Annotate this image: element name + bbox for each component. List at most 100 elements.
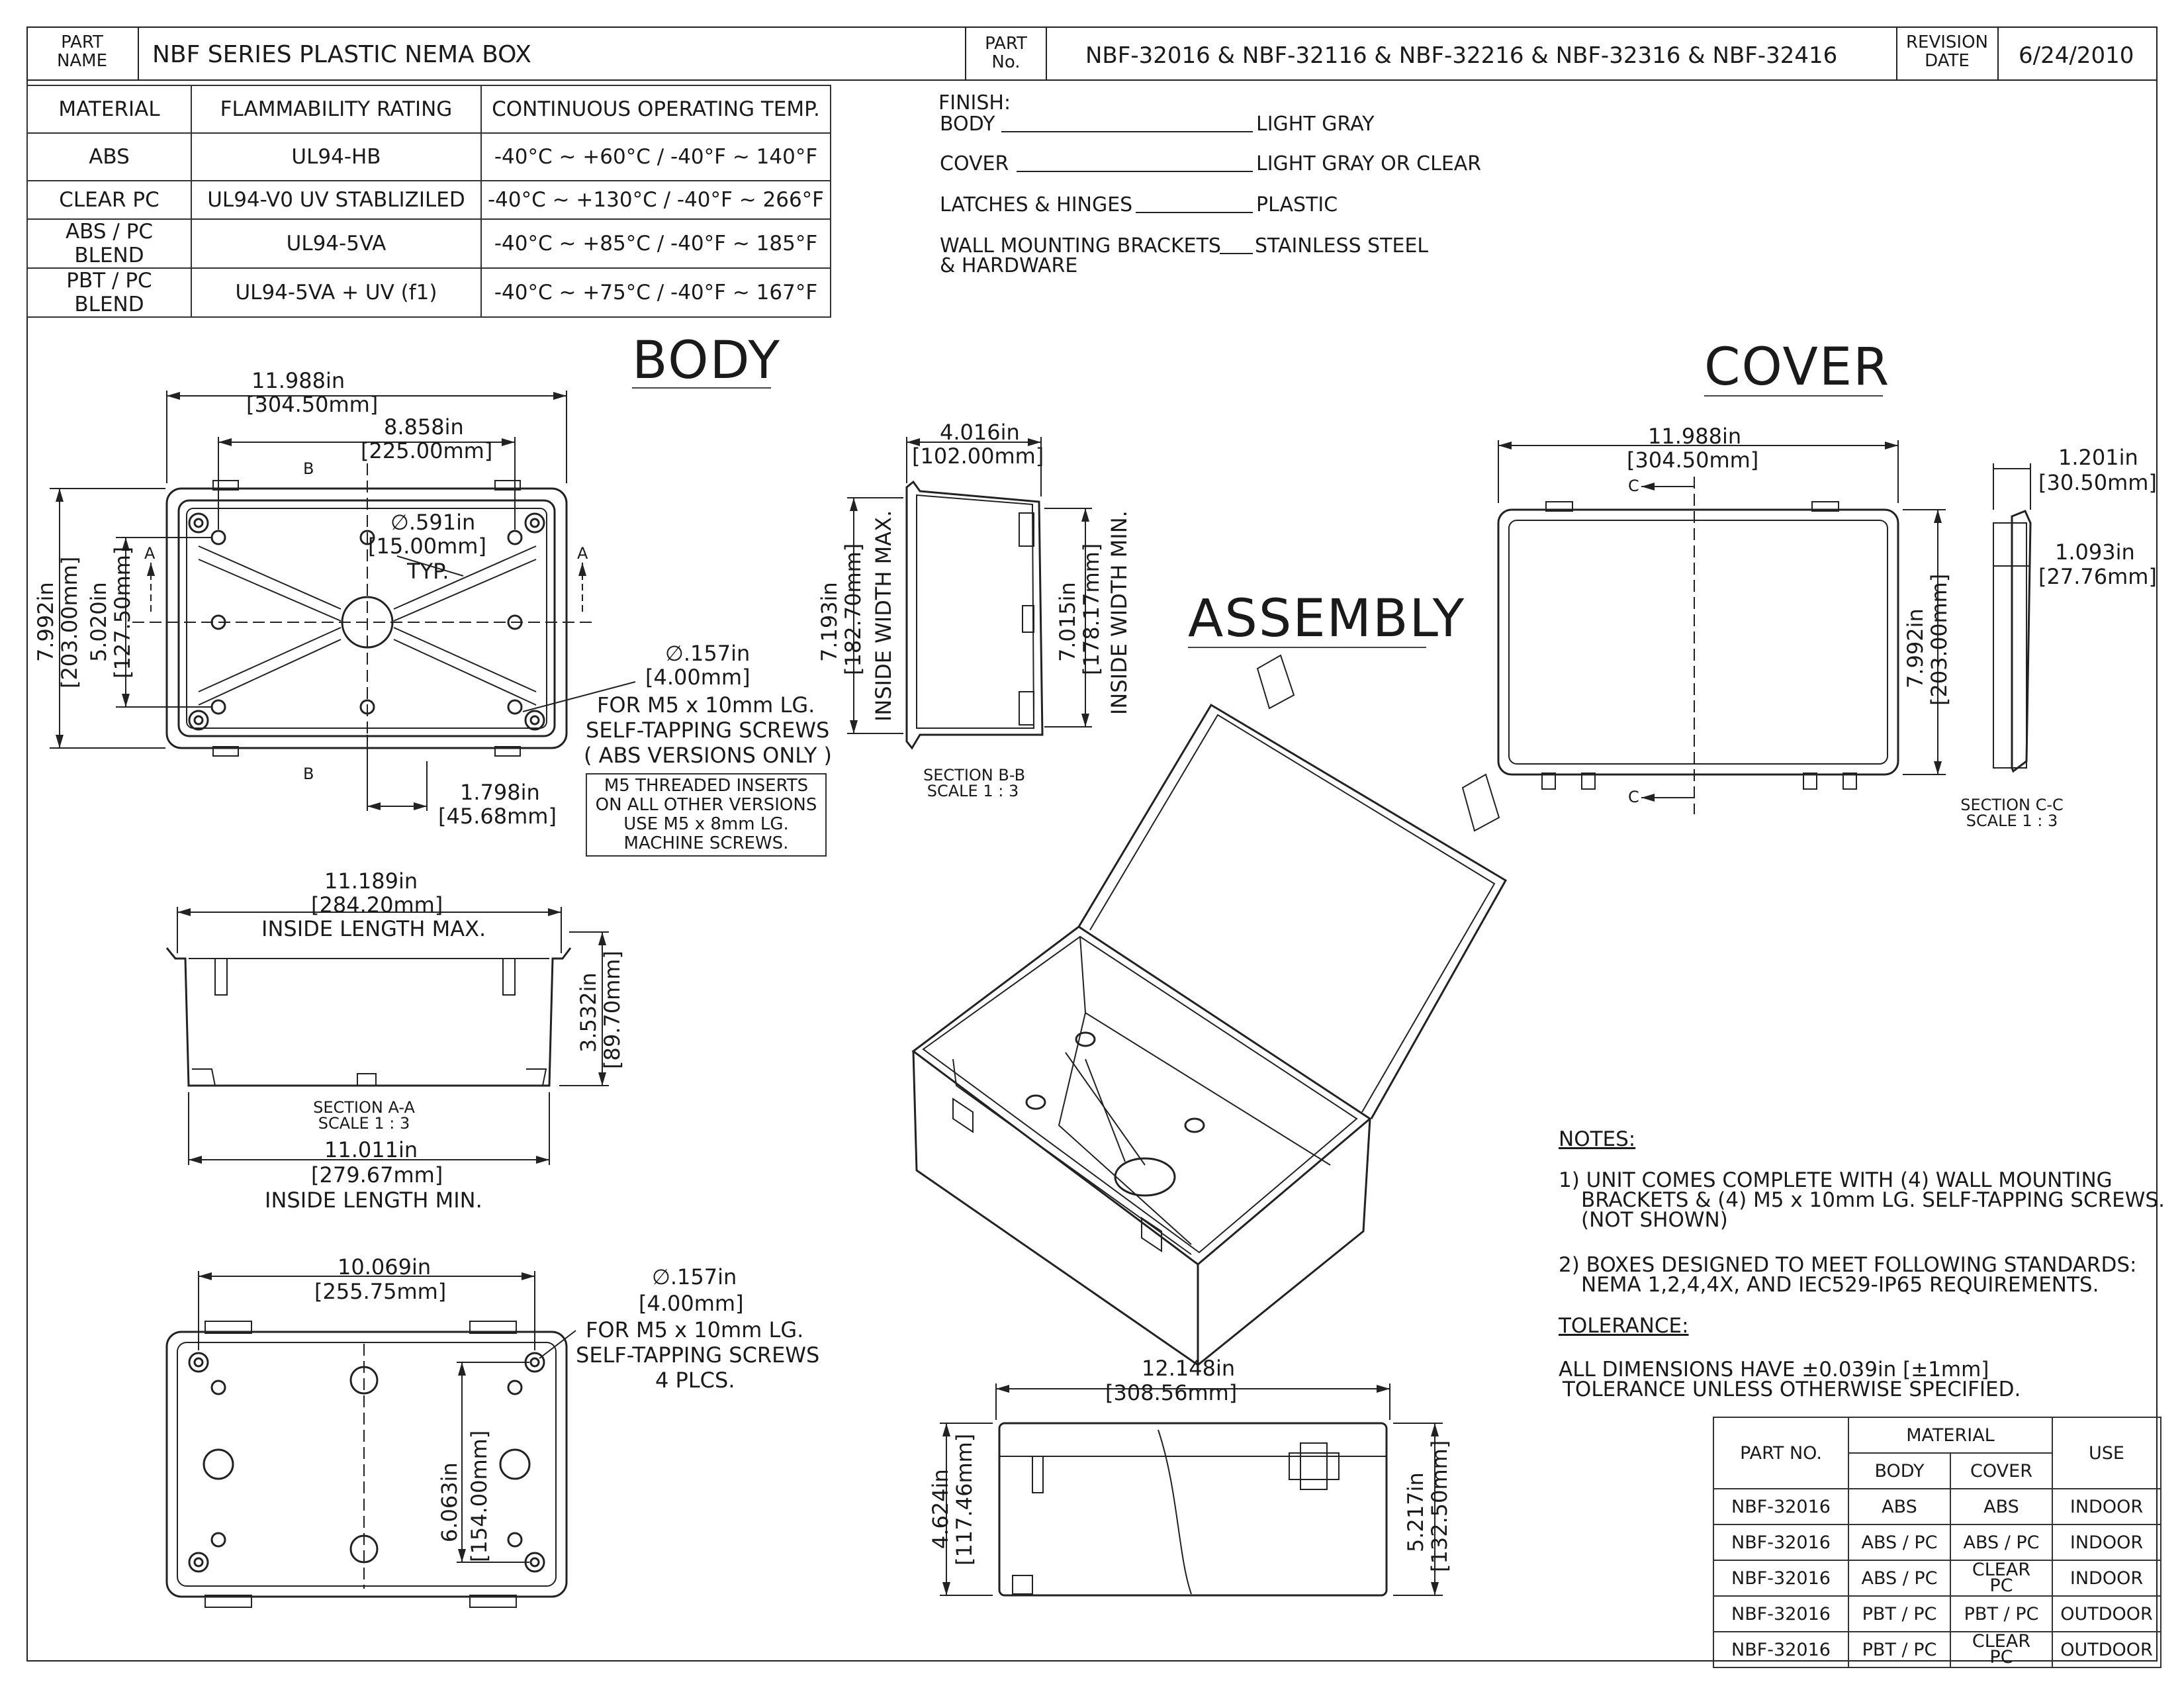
flammability-cell: UL94-5VA + UV (f1) [191, 267, 482, 318]
material-header: MATERIAL [26, 85, 192, 134]
material-cell: ABS / PC BLEND [26, 218, 192, 269]
offset-dim: 1.798in [460, 780, 540, 805]
hole-typ: TYP. [407, 559, 449, 584]
hole-span-mm: [225.00mm] [361, 438, 493, 463]
flammability-header: FLAMMABILITY RATING [191, 85, 482, 134]
cover-header: COVER [1950, 1452, 2053, 1489]
notes-heading: NOTES: [1559, 1127, 1636, 1151]
bb-depth-min-mm: [178.17mm] [1079, 543, 1104, 675]
bb-depth-max: 7.193in [817, 582, 842, 662]
use-cell: INDOOR [2052, 1524, 2161, 1561]
finish-item: BODY [940, 113, 995, 136]
bb-depth-max-mm: [182.70mm] [841, 543, 866, 675]
finish-value: LIGHT GRAY [1256, 113, 1375, 136]
material-table: MATERIAL FLAMMABILITY RATING CONTINUOUS … [26, 85, 831, 318]
insert-note: ON ALL OTHER VERSIONS [595, 795, 817, 815]
body-cell: PBT / PC [1848, 1631, 1951, 1668]
hole-dia-dim: ∅.591in [390, 510, 476, 535]
aa-min-len-mm: [279.67mm] [311, 1162, 443, 1188]
side-len: 12.148in [1142, 1356, 1236, 1381]
section-b-marker: B [303, 459, 314, 478]
bb-scale: SCALE 1 : 3 [927, 782, 1019, 800]
tolerance-heading: TOLERANCE: [1559, 1314, 1689, 1338]
offset-mm: [45.68mm] [438, 804, 557, 829]
cover-depth-mm: [30.50mm] [2038, 470, 2157, 495]
cover-cell: CLEAR PC [1950, 1631, 2053, 1668]
bb-depth-min: 7.015in [1055, 582, 1080, 662]
aa-depth-mm: [89.70mm] [600, 951, 625, 1069]
side-h2: 5.217in [1403, 1472, 1428, 1552]
side-h1: 4.624in [928, 1469, 953, 1549]
aa-min-label: INSIDE LENGTH MIN. [265, 1188, 482, 1213]
bottom-vspan-mm: [154.00mm] [467, 1430, 492, 1562]
cover-inner: 1.093in [2055, 539, 2135, 565]
material-cell: PBT / PC BLEND [26, 267, 192, 318]
tolerance-line: ALL DIMENSIONS HAVE ±0.039in [±1mm] [1559, 1358, 1989, 1382]
aa-max-len: 11.189in [324, 868, 418, 894]
finish-item: LATCHES & HINGES [940, 193, 1133, 216]
aa-scale: SCALE 1 : 3 [318, 1114, 410, 1133]
aa-max-len-mm: [284.20mm] [311, 892, 443, 917]
screw-dia-mm: [4.00mm] [645, 665, 751, 690]
body-length-mm: [304.50mm] [246, 392, 379, 417]
bb-width-mm: [102.00mm] [912, 444, 1044, 469]
bottom-note: SELF-TAPPING SCREWS [576, 1342, 820, 1368]
cover-height: 7.992in [1903, 608, 1928, 688]
body-cell: ABS [1848, 1488, 1951, 1525]
cover-depth: 1.201in [2058, 445, 2138, 470]
screw-note: ( ABS VERSIONS ONLY ) [584, 743, 833, 768]
cover-cell: ABS / PC [1950, 1524, 2053, 1561]
note-1: (NOT SHOWN) [1581, 1208, 1728, 1232]
cc-section-label: SECTION C-C [1960, 796, 2064, 814]
screw-dia-dim: ∅.157in [665, 641, 751, 666]
note-1: BRACKETS & (4) M5 x 10mm LG. SELF-TAPPIN… [1581, 1188, 2165, 1212]
aa-max-label: INSIDE LENGTH MAX. [261, 916, 486, 941]
section-a-marker: A [144, 544, 156, 563]
aa-depth: 3.532in [576, 972, 601, 1053]
body-header: BODY [1848, 1452, 1951, 1489]
finish-extra: & HARDWARE [940, 254, 1078, 277]
use-cell: OUTDOOR [2052, 1631, 2161, 1668]
part-cell: NBF-32016 [1713, 1524, 1849, 1561]
insert-note-box: M5 THREADED INSERTS ON ALL OTHER VERSION… [586, 773, 827, 857]
hole-dia-mm: [15.00mm] [368, 534, 486, 559]
bottom-note: FOR M5 x 10mm LG. [586, 1317, 804, 1342]
note-2: NEMA 1,2,4,4X, AND IEC529-IP65 REQUIREME… [1581, 1273, 2099, 1297]
temp-cell: -40°C ~ +85°C / -40°F ~ 185°F [480, 218, 831, 269]
body-cell: PBT / PC [1848, 1595, 1951, 1632]
cover-inner-mm: [27.76mm] [2038, 564, 2157, 589]
part-cell: NBF-32016 [1713, 1595, 1849, 1632]
bottom-dia-mm: [4.00mm] [639, 1291, 744, 1316]
cover-len: 11.988in [1648, 424, 1742, 449]
part-cell: NBF-32016 [1713, 1631, 1849, 1668]
bottom-dia: ∅.157in [652, 1264, 737, 1289]
part-cell: NBF-32016 [1713, 1560, 1849, 1597]
insert-note: USE M5 x 8mm LG. [623, 814, 789, 834]
flammability-cell: UL94-5VA [191, 218, 482, 269]
finish-heading: FINISH: [938, 91, 1011, 115]
aa-section-label: SECTION A-A [313, 1098, 415, 1117]
insert-note: M5 THREADED INSERTS [604, 776, 809, 796]
part-name-label: PART NAME [56, 32, 108, 71]
screw-note: FOR M5 x 10mm LG. [597, 692, 815, 718]
tolerance-line: TOLERANCE UNLESS OTHERWISE SPECIFIED. [1563, 1378, 2021, 1401]
cc-scale: SCALE 1 : 3 [1966, 812, 2058, 830]
finish-value: LIGHT GRAY OR CLEAR [1256, 152, 1482, 175]
material-header: MATERIAL [1848, 1417, 2053, 1454]
hole-span-dim: 8.858in [384, 414, 464, 440]
bottom-note: 4 PLCS. [655, 1368, 735, 1393]
cover-cell: ABS [1950, 1488, 2053, 1525]
bb-width-dim: 4.016in [940, 420, 1020, 445]
section-c-marker: C [1628, 788, 1639, 806]
bottom-span: 10.069in [338, 1254, 432, 1280]
inner-height-mm: [127.50mm] [110, 546, 135, 679]
use-header: USE [2052, 1417, 2161, 1489]
bb-depth-max-label: INSIDE WIDTH MAX. [871, 510, 896, 722]
section-a-marker: A [577, 544, 588, 563]
finish-value: PLASTIC [1256, 193, 1338, 216]
part-material-table: PART NO. MATERIAL USE BODY COVER NBF-320… [1713, 1417, 2161, 1668]
